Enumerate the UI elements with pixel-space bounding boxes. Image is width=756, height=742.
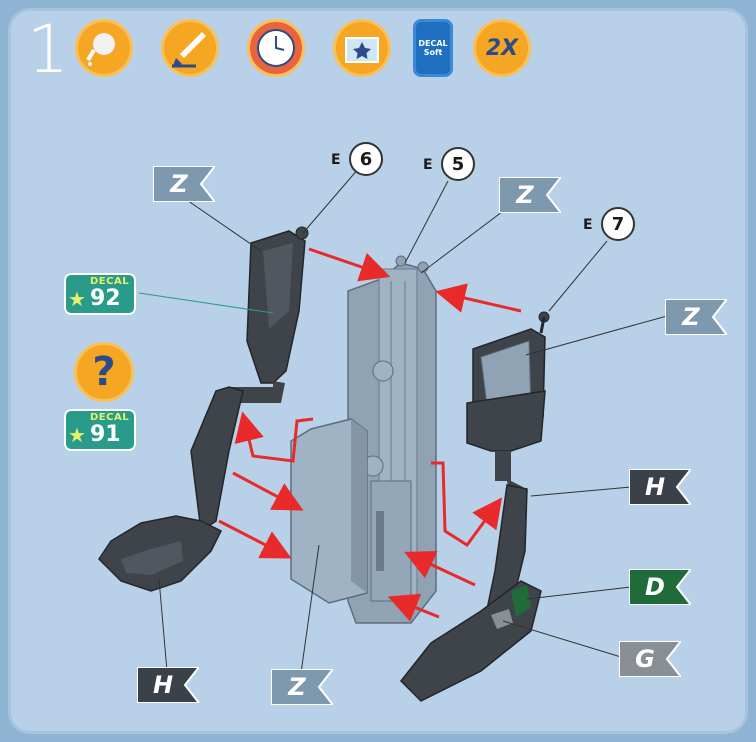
paint-flag-z-top-center: Z (499, 177, 561, 213)
flag-code: Z (153, 166, 215, 202)
paint-flag-z-right: Z (665, 299, 727, 335)
paint-brush-icon (161, 19, 219, 77)
decal-badge-92: ★ DECAL 92 (64, 273, 136, 315)
part-number-callout: 5 (441, 147, 475, 181)
paint-flag-g-right: G (619, 641, 681, 677)
repeat-icon: 2X (473, 19, 531, 77)
decal-badge-91: ★ DECAL 91 (64, 409, 136, 451)
flag-code: G (619, 641, 681, 677)
instruction-step-panel: 1 DECAL Soft 2X ★ DECAL 92 ? ★ DECAL 91 … (8, 8, 748, 734)
repeat-count-label: 2X (486, 36, 518, 61)
question-icon: ? (74, 342, 134, 402)
part-number-callout: 7 (601, 207, 635, 241)
paint-flag-z-top-left: Z (153, 166, 215, 202)
paint-flag-z-bottom: Z (271, 669, 333, 705)
flag-code: D (629, 569, 691, 605)
part-number-callout: 6 (349, 142, 383, 176)
sprue-letter: E (331, 152, 341, 168)
clock-icon (247, 19, 305, 77)
paint-flag-h-bottom-left: H (137, 667, 199, 703)
flag-code: Z (665, 299, 727, 335)
paint-flag-h-right: H (629, 469, 691, 505)
step-number: 1 (27, 17, 69, 83)
bottle-label: DECAL (418, 39, 447, 48)
water-decal-icon (333, 19, 391, 77)
sprue-letter: E (583, 217, 593, 233)
flag-code: Z (499, 177, 561, 213)
bottle-sub-label: Soft (418, 48, 447, 57)
star-icon: ★ (68, 423, 86, 447)
glue-icon (75, 19, 133, 77)
decal-number: 92 (90, 286, 121, 311)
sprue-letter: E (423, 157, 433, 173)
paint-flag-d-right: D (629, 569, 691, 605)
decal-soft-bottle-icon: DECAL Soft (413, 19, 453, 77)
flag-code: Z (271, 669, 333, 705)
flag-code: H (629, 469, 691, 505)
flag-code: H (137, 667, 199, 703)
front-seat-panel-part (291, 419, 367, 603)
star-icon: ★ (68, 287, 86, 311)
decal-number: 91 (90, 422, 121, 447)
